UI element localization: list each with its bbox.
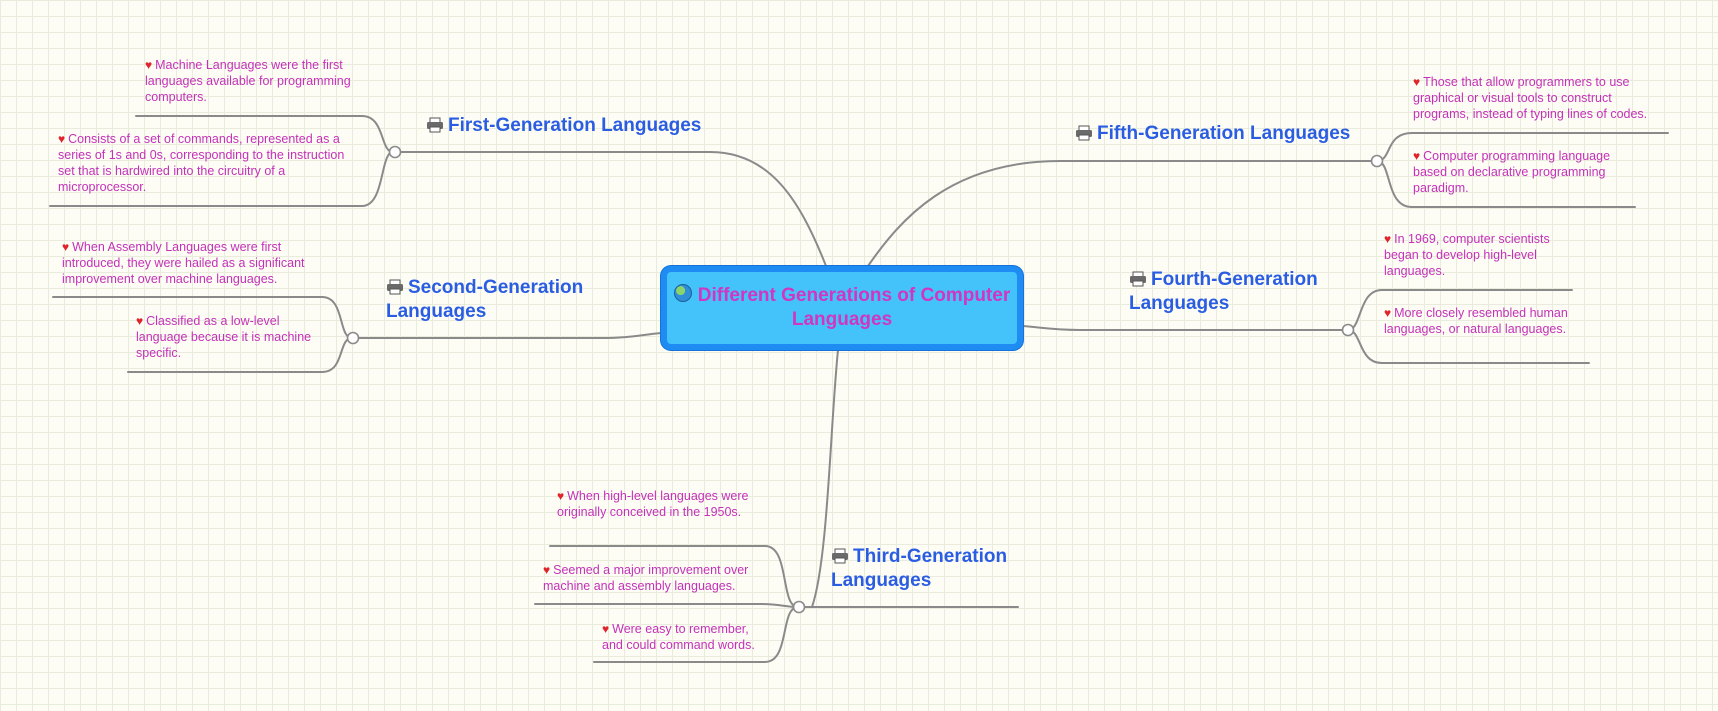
heart-icon: ♥ xyxy=(136,314,144,328)
note-text: Consists of a set of commands, represent… xyxy=(58,132,345,194)
connector-central-third xyxy=(810,349,1019,608)
branch-node-third xyxy=(792,600,806,614)
printer-icon xyxy=(832,548,848,564)
note-text: Computer programming language based on d… xyxy=(1413,149,1611,195)
heart-icon: ♥ xyxy=(557,489,565,503)
central-topic[interactable]: Different Generations of Computer Langua… xyxy=(661,266,1023,350)
heart-icon: ♥ xyxy=(1413,149,1421,163)
note-first-1[interactable]: ♥Machine Languages were the first langua… xyxy=(145,57,370,105)
topic-label: Fourth-Generation Languages xyxy=(1129,269,1318,314)
branch-node-fourth xyxy=(1341,323,1355,337)
heart-icon: ♥ xyxy=(1413,75,1421,89)
connector-third-note-2 xyxy=(534,603,799,608)
heart-icon: ♥ xyxy=(602,622,610,636)
printer-icon xyxy=(1130,271,1146,287)
connector-central-first xyxy=(392,151,827,267)
connector-central-fifth xyxy=(867,160,1378,267)
connector-third-note-3 xyxy=(593,606,799,663)
printer-icon xyxy=(1076,125,1092,141)
note-fifth-1[interactable]: ♥Those that allow programmers to use gra… xyxy=(1413,74,1671,122)
topic-first-generation[interactable]: First-Generation Languages xyxy=(426,114,716,138)
note-fifth-2[interactable]: ♥Computer programming language based on … xyxy=(1413,148,1638,196)
branch-node-first xyxy=(388,145,402,159)
note-text: Were easy to remember, and could command… xyxy=(602,622,755,652)
topic-fourth-generation[interactable]: Fourth-Generation Languages xyxy=(1129,268,1334,316)
note-fourth-1[interactable]: ♥In 1969, computer scientists began to d… xyxy=(1384,231,1574,279)
heart-icon: ♥ xyxy=(1384,306,1392,320)
topic-fifth-generation[interactable]: Fifth-Generation Languages xyxy=(1075,122,1375,146)
note-third-2[interactable]: ♥Seemed a major improvement over machine… xyxy=(543,562,778,594)
note-text: More closely resembled human languages, … xyxy=(1384,306,1568,336)
note-second-1[interactable]: ♥When Assembly Languages were first intr… xyxy=(62,239,332,287)
topic-label: Third-Generation Languages xyxy=(831,546,1008,591)
heart-icon: ♥ xyxy=(58,132,66,146)
printer-icon xyxy=(427,117,443,133)
branch-node-fifth xyxy=(1370,154,1384,168)
heart-icon: ♥ xyxy=(62,240,70,254)
note-text: Seemed a major improvement over machine … xyxy=(543,563,749,593)
heart-icon: ♥ xyxy=(145,58,153,72)
heart-icon: ♥ xyxy=(1384,232,1392,246)
central-title: Different Generations of Computer Langua… xyxy=(697,285,1011,330)
note-text: In 1969, computer scientists began to de… xyxy=(1384,232,1550,278)
connector-third-note-1 xyxy=(549,545,799,608)
topic-second-generation[interactable]: Second-Generation Languages xyxy=(386,276,606,324)
note-fourth-2[interactable]: ♥More closely resembled human languages,… xyxy=(1384,305,1589,337)
globe-icon xyxy=(673,284,692,302)
note-third-1[interactable]: ♥When high-level languages were original… xyxy=(557,488,772,520)
note-second-2[interactable]: ♥Classified as a low-level language beca… xyxy=(136,313,326,361)
note-text: When Assembly Languages were first intro… xyxy=(62,240,305,286)
printer-icon xyxy=(387,279,403,295)
note-first-2[interactable]: ♥Consists of a set of commands, represen… xyxy=(58,131,363,195)
topic-third-generation[interactable]: Third-Generation Languages xyxy=(831,545,1016,593)
note-third-3[interactable]: ♥Were easy to remember, and could comman… xyxy=(602,621,772,653)
topic-label: First-Generation Languages xyxy=(448,115,702,136)
note-text: Machine Languages were the first languag… xyxy=(145,58,351,104)
topic-label: Fifth-Generation Languages xyxy=(1097,123,1351,144)
heart-icon: ♥ xyxy=(543,563,551,577)
note-text: When high-level languages were originall… xyxy=(557,489,749,519)
topic-label: Second-Generation Languages xyxy=(386,277,584,322)
branch-node-second xyxy=(346,331,360,345)
note-text: Classified as a low-level language becau… xyxy=(136,314,312,360)
connector-central-second xyxy=(351,332,662,339)
note-text: Those that allow programmers to use grap… xyxy=(1413,75,1648,121)
connector-central-fourth xyxy=(1022,325,1349,331)
